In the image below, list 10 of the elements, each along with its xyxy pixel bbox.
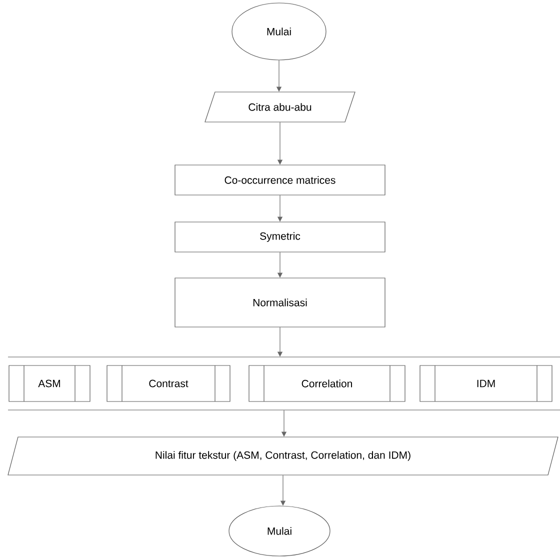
process-box: Co-occurrence matrices xyxy=(174,164,386,196)
input-output-parallelogram: Citra abu-abu xyxy=(204,92,356,122)
process-band xyxy=(8,356,560,410)
input-output-parallelogram: Nilai fitur tekstur (ASM, Contrast, Correlation, dan IDM) xyxy=(8,436,558,476)
predefined-process-box: ASM xyxy=(8,365,90,402)
predefined-process-box: IDM xyxy=(420,365,552,402)
process-box: Normalisasi xyxy=(174,278,386,328)
predefined-process-box: Contrast xyxy=(106,365,230,402)
predefined-process-box: Correlation xyxy=(248,365,406,402)
process-box: Symetric xyxy=(174,222,386,252)
